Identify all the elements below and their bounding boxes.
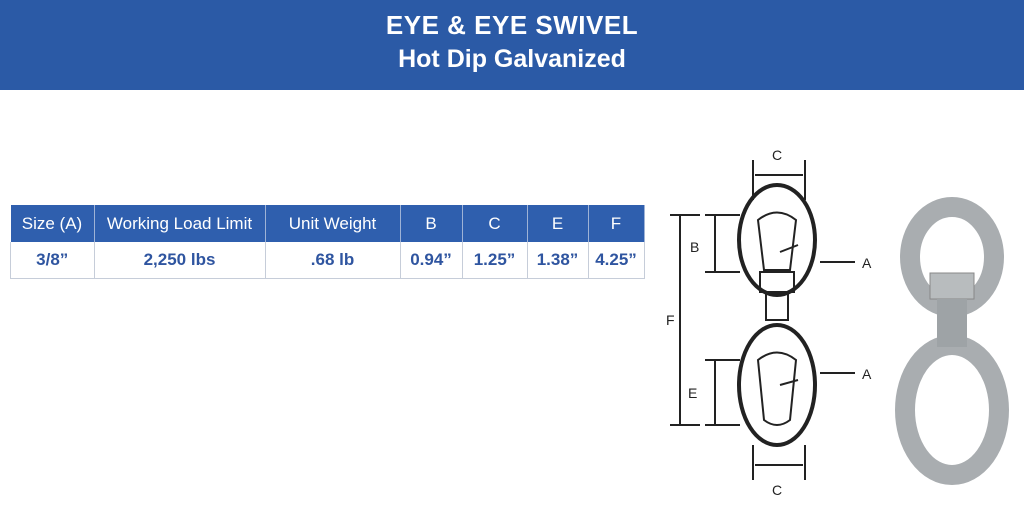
cell-wll: 2,250 lbs bbox=[94, 242, 266, 279]
header-c: C bbox=[462, 205, 528, 242]
label-c-bottom: C bbox=[772, 482, 782, 498]
label-a-bottom: A bbox=[862, 366, 872, 382]
cell-f: 4.25” bbox=[588, 242, 645, 279]
cell-size: 3/8” bbox=[10, 242, 95, 279]
label-a-top: A bbox=[862, 255, 872, 271]
table-header-row: Size (A) Working Load Limit Unit Weight … bbox=[10, 205, 645, 242]
product-title: EYE & EYE SWIVEL bbox=[385, 10, 639, 40]
dimension-diagram: C C B E F A A bbox=[666, 147, 872, 498]
header-b: B bbox=[400, 205, 463, 242]
cell-weight: .68 lb bbox=[265, 242, 401, 279]
product-subtitle: Hot Dip Galvanized bbox=[398, 45, 626, 73]
label-c-top: C bbox=[772, 147, 782, 163]
swivel-photo bbox=[895, 197, 1009, 485]
header-e: E bbox=[527, 205, 589, 242]
cell-e: 1.38” bbox=[527, 242, 589, 279]
table-row: 3/8” 2,250 lbs .68 lb 0.94” 1.25” 1.38” … bbox=[10, 242, 645, 279]
label-e: E bbox=[688, 385, 697, 401]
title-banner: EYE & EYE SWIVEL Hot Dip Galvanized bbox=[0, 0, 1024, 90]
label-b: B bbox=[690, 239, 699, 255]
spec-table: Size (A) Working Load Limit Unit Weight … bbox=[10, 205, 645, 279]
header-f: F bbox=[588, 205, 645, 242]
header-weight: Unit Weight bbox=[265, 205, 401, 242]
header-size: Size (A) bbox=[10, 205, 95, 242]
label-f: F bbox=[666, 312, 675, 328]
header-wll: Working Load Limit bbox=[94, 205, 266, 242]
cell-c: 1.25” bbox=[462, 242, 528, 279]
cell-b: 0.94” bbox=[400, 242, 463, 279]
